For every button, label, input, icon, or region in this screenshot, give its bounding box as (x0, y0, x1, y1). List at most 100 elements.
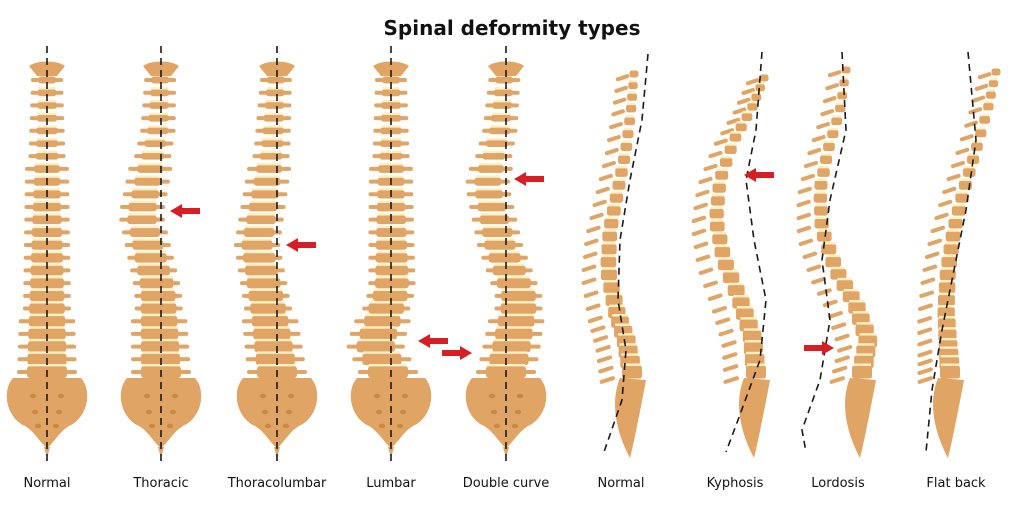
vertebra (492, 265, 526, 276)
disc (502, 288, 535, 291)
arrow-lordosis (804, 341, 834, 355)
vertebra (381, 89, 401, 97)
disc (501, 301, 536, 304)
disc (363, 351, 401, 354)
plumb-line (925, 51, 977, 453)
disc (493, 99, 511, 103)
spine-normal-side (581, 53, 649, 458)
spinous-process (589, 212, 604, 221)
spinous-process (806, 264, 822, 273)
disc (494, 87, 512, 90)
vertebra (148, 114, 169, 122)
disc (378, 188, 404, 191)
spinous-process (593, 335, 609, 343)
disc (357, 338, 394, 342)
vertebra (134, 177, 162, 186)
spinous-process (703, 163, 718, 172)
vertebra (243, 227, 275, 237)
disc (713, 232, 727, 235)
disc (263, 125, 283, 128)
vertebra (131, 190, 160, 199)
vertebra (477, 164, 504, 173)
disc (381, 125, 401, 128)
vertebra (837, 91, 848, 100)
disc (826, 254, 840, 258)
spinous-process (722, 352, 738, 360)
disc (34, 188, 60, 191)
spinous-process (829, 376, 845, 384)
spine-thoracolumbar (233, 46, 318, 466)
disc (619, 343, 637, 346)
disc (736, 306, 753, 309)
disc (968, 153, 979, 156)
label-thoracolumbar: Thoracolumbar (227, 476, 327, 491)
spinous-process (919, 290, 935, 299)
label-lordosis: Lordosis (811, 476, 865, 491)
coccyx (44, 447, 50, 458)
vertebra (151, 76, 170, 84)
sacral-foramen (166, 423, 174, 429)
vertebra (988, 79, 999, 88)
atlas (259, 61, 295, 76)
vertebra (945, 231, 961, 242)
vertebra (364, 315, 401, 327)
vertebra (816, 231, 832, 242)
disc (254, 175, 280, 178)
spinous-process (691, 228, 707, 237)
vertebra (140, 303, 177, 314)
spinous-process (585, 303, 601, 311)
vertebra (243, 252, 276, 263)
vertebra (937, 307, 955, 319)
disc (989, 77, 998, 81)
vertebra (979, 115, 991, 124)
label-normal-front: Normal (23, 476, 71, 491)
sacral-foramen (488, 393, 496, 399)
vertebra (627, 93, 638, 101)
vertebra (495, 328, 533, 340)
vertebra (497, 315, 535, 327)
disc (972, 140, 982, 143)
disc (483, 150, 505, 154)
disc (480, 213, 509, 216)
label-normal-side: Normal (597, 476, 645, 491)
vertebra (140, 340, 180, 353)
sacral-foramen (55, 409, 63, 415)
disc (718, 257, 733, 260)
disc (944, 242, 958, 245)
vertebra (29, 290, 65, 302)
disc (815, 178, 827, 182)
spine-normal-front (6, 46, 88, 466)
vertebra (722, 272, 740, 284)
spinous-process (971, 95, 986, 103)
vertebra (30, 265, 64, 276)
disc (603, 229, 617, 232)
vertebra (727, 284, 745, 297)
spinous-process (827, 311, 843, 319)
disc (379, 162, 403, 166)
vertebra (489, 127, 511, 135)
spinous-process (698, 176, 713, 185)
vertebra (492, 340, 531, 353)
disc (478, 162, 503, 166)
disc (832, 115, 842, 118)
spinous-process (934, 212, 949, 221)
disc (138, 263, 170, 266)
disc (849, 300, 865, 303)
disc (258, 364, 296, 367)
spinous-process (955, 147, 970, 156)
vertebra (248, 290, 284, 302)
disc (382, 99, 400, 103)
vertebra (475, 190, 503, 199)
spinous-process (974, 83, 989, 91)
vertebra (948, 218, 963, 229)
disc (36, 150, 58, 154)
spinous-process (722, 364, 739, 372)
disc (814, 191, 827, 194)
spinous-process (964, 120, 979, 128)
vertebra (746, 365, 766, 379)
vertebra (985, 91, 996, 99)
vertebra (246, 278, 281, 289)
spinous-process (583, 290, 599, 299)
disc (148, 125, 168, 128)
